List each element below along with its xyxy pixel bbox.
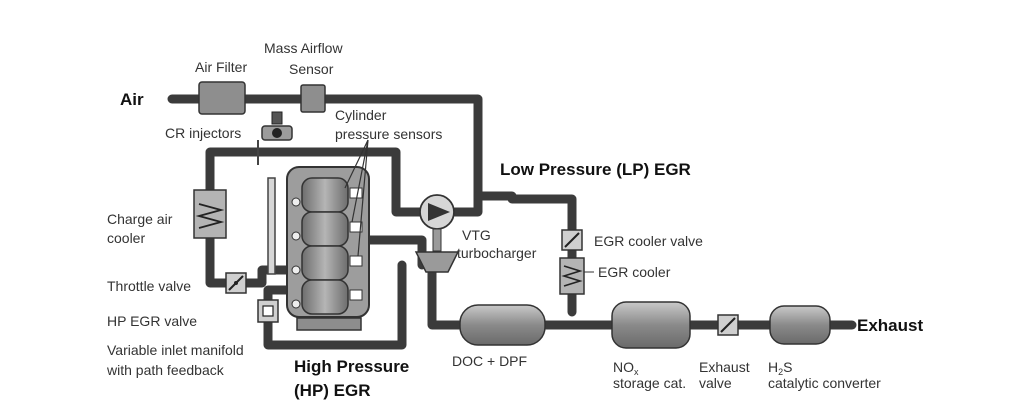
h2s-label: H2S — [768, 359, 792, 377]
exhaust-label: Exhaust — [857, 316, 923, 335]
throttle-valve-label: Throttle valve — [107, 278, 191, 294]
lp-egr-label: Low Pressure (LP) EGR — [500, 160, 691, 179]
variable-manifold-label-1: Variable inlet manifold — [107, 342, 244, 358]
h2s-h: H — [768, 359, 778, 375]
hp-egr-valve-label: HP EGR valve — [107, 313, 197, 329]
egr-cooler — [559, 257, 594, 295]
charge-air-label-1: Charge air — [107, 211, 173, 227]
charge-air-pipe — [205, 147, 427, 217]
intake-manifold-pipe — [241, 265, 295, 288]
cr-injector-icon — [257, 111, 293, 165]
engine-block — [286, 139, 370, 331]
variable-manifold-label-2: with path feedback — [106, 362, 225, 378]
hp-egr-to-manifold-pipe — [263, 285, 295, 305]
vtg-label-2: turbocharger — [457, 245, 537, 261]
mass-airflow-label-1: Mass Airflow — [264, 40, 343, 56]
exhaust-valve-label-1: Exhaust — [699, 359, 750, 375]
hp-egr-valve — [257, 299, 279, 323]
h2s-label-2: catalytic converter — [768, 375, 881, 391]
cylinder-label-1: Cylinder — [335, 107, 387, 123]
nox-main: NO — [613, 359, 634, 375]
air-filter-label: Air Filter — [195, 59, 247, 75]
charge-air-cooler — [193, 189, 227, 239]
charge-air-label-2: cooler — [107, 230, 145, 246]
egr-cooler-label: EGR cooler — [598, 264, 671, 280]
mass-airflow-label-2: Sensor — [289, 61, 334, 77]
nox-storage-catalyst — [611, 301, 691, 349]
h2s-subscript: 2 — [778, 367, 783, 377]
vtg-label-1: VTG — [462, 227, 491, 243]
egr-cooler-valve-label: EGR cooler valve — [594, 233, 703, 249]
cr-injectors-label: CR injectors — [165, 125, 241, 141]
vtg-turbocharger — [414, 194, 460, 273]
h2s-catalytic-converter — [769, 305, 831, 345]
nox-subscript: x — [634, 367, 639, 377]
hp-egr-label-2: (HP) EGR — [294, 381, 371, 400]
exhaust-manifold-pipe — [365, 235, 427, 270]
doc-dpf-label: DOC + DPF — [452, 353, 527, 369]
egr-cooler-valve — [561, 229, 583, 251]
hp-egr-label-1: High Pressure — [294, 357, 409, 376]
hp-egr-pipe — [263, 260, 407, 350]
doc-dpf-converter — [459, 304, 546, 346]
throttle-valve — [225, 272, 247, 294]
air-label: Air — [120, 90, 144, 109]
cylinder-label-2: pressure sensors — [335, 126, 442, 142]
turbine-outlet-pipe — [427, 267, 465, 330]
common-rail — [267, 177, 276, 275]
nox-label: NOx — [613, 359, 639, 377]
mass-airflow-sensor — [300, 84, 326, 113]
air-filter — [198, 81, 246, 115]
h2s-s: S — [783, 359, 792, 375]
exhaust-valve — [717, 314, 739, 336]
nox-label-2: storage cat. — [613, 375, 686, 391]
exhaust-valve-label-2: valve — [699, 375, 732, 391]
pipe-network — [167, 94, 857, 350]
